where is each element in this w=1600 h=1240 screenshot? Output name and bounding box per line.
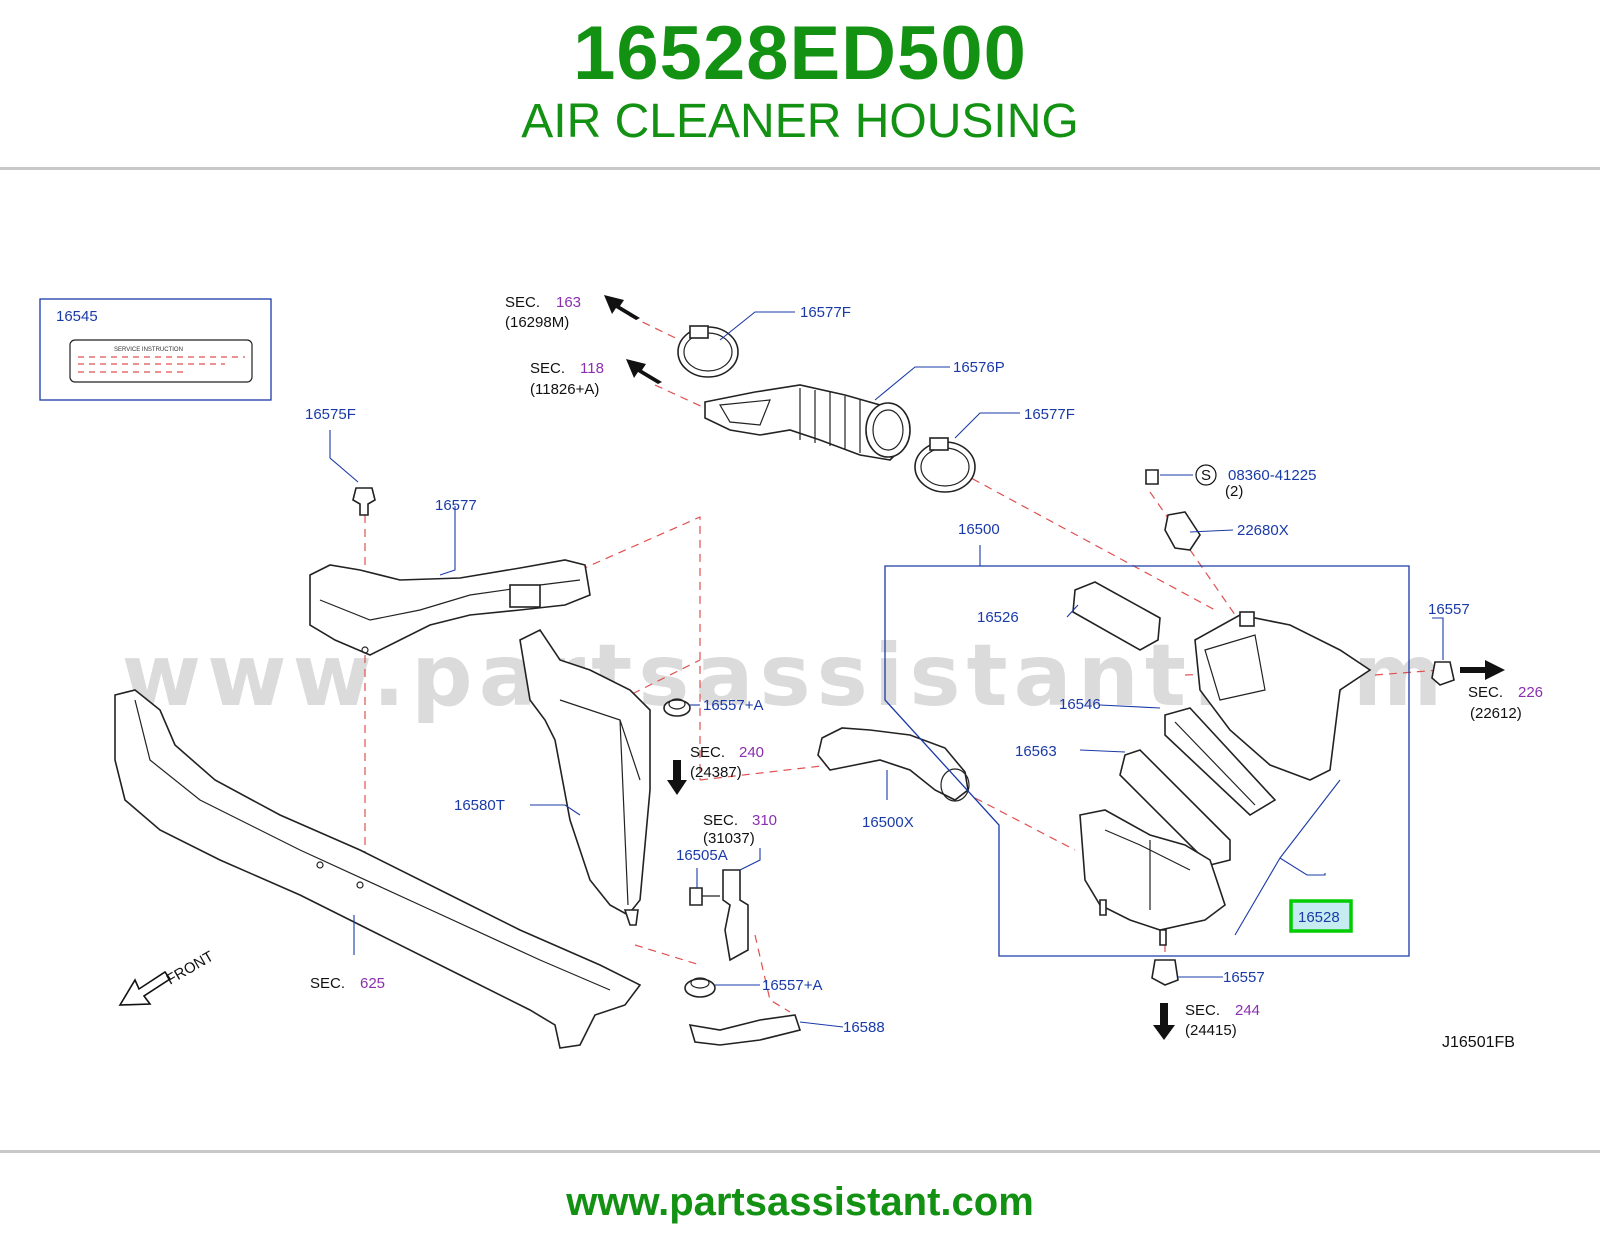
filter-assembly-outline (884, 545, 1410, 957)
part-label-16500X[interactable]: 16500X (862, 814, 914, 831)
direction-arrows (604, 295, 1505, 1040)
leader-lines (329, 311, 1444, 1028)
part-label-16575F[interactable]: 16575F (305, 406, 356, 423)
svg-text:(31037): (31037) (703, 830, 755, 847)
header-divider (0, 167, 1600, 170)
section-ref-226[interactable]: SEC. 226 (22612) (1468, 684, 1543, 722)
s-mark-icon (1195, 464, 1217, 486)
part-label-16577F-upper[interactable]: 16577F (800, 304, 851, 321)
part-label-16528[interactable]: 16528 (1298, 909, 1340, 926)
bracket[interactable] (689, 869, 749, 962)
grommet-bottom[interactable] (1151, 959, 1179, 986)
s-mark-label: S (1201, 467, 1211, 484)
svg-text:SEC.: SEC. (690, 744, 725, 761)
grommet-upper[interactable] (663, 698, 691, 717)
svg-text:SEC.: SEC. (310, 975, 345, 992)
part-label-16500[interactable]: 16500 (958, 521, 1000, 538)
part-label-16505A[interactable]: 16505A (676, 847, 728, 864)
air-duct[interactable] (704, 384, 911, 461)
svg-text:(16298M): (16298M) (505, 314, 569, 331)
section-ref-163[interactable]: SEC. 163 (16298M) (505, 294, 581, 331)
part-label-22680X[interactable]: 22680X (1237, 522, 1289, 539)
svg-text:(11826+A): (11826+A) (530, 381, 599, 398)
section-ref-118[interactable]: SEC. 118 (11826+A) (530, 360, 604, 398)
part-label-16576P[interactable]: 16576P (953, 359, 1005, 376)
grommet-right[interactable] (1431, 661, 1455, 686)
part-qty-08360: (2) (1225, 483, 1243, 500)
footer-url[interactable]: www.partsassistant.com (566, 1180, 1034, 1224)
core-support[interactable] (114, 689, 642, 1049)
label-box: 16545 SERVICE INSTRUCTION (39, 298, 272, 401)
filter-element-small[interactable] (1072, 581, 1161, 651)
svg-text:(24387): (24387) (690, 764, 742, 781)
svg-text:244: 244 (1235, 1002, 1260, 1019)
air-cleaner-cover[interactable] (1194, 611, 1372, 781)
mass-airflow-sensor[interactable] (1164, 511, 1201, 551)
part-label-16557-bottom[interactable]: 16557 (1223, 969, 1265, 986)
part-label-16557A-upper[interactable]: 16557+A (703, 697, 763, 714)
clip[interactable] (352, 487, 376, 516)
svg-text:SEC.: SEC. (703, 812, 738, 829)
section-ref-310[interactable]: SEC. 310 (31037) (703, 812, 777, 847)
part-label-16577F-lower[interactable]: 16577F (1024, 406, 1075, 423)
front-label: FRONT (164, 948, 217, 989)
grommet-lower[interactable] (684, 977, 716, 998)
svg-text:(24415): (24415) (1185, 1022, 1237, 1039)
part-label-16545[interactable]: 16545 (56, 308, 98, 325)
filter-frame[interactable] (1119, 749, 1231, 866)
footer-divider (0, 1150, 1600, 1153)
screw[interactable] (1145, 469, 1159, 485)
svg-text:(22612): (22612) (1470, 705, 1522, 722)
hose-clamp-upper[interactable] (677, 325, 739, 378)
svg-text:310: 310 (752, 812, 777, 829)
part-label-16563[interactable]: 16563 (1015, 743, 1057, 760)
highlight-box (1289, 899, 1353, 933)
section-ref-625[interactable]: SEC. 625 (310, 975, 385, 992)
section-ref-244[interactable]: SEC. 244 (24415) (1185, 1002, 1260, 1039)
part-label-16557A-lower[interactable]: 16557+A (762, 977, 822, 994)
part-label-16557-right[interactable]: 16557 (1428, 601, 1470, 618)
part-label-08360-41225[interactable]: 08360-41225 (1228, 467, 1316, 484)
page-header: 16528ED500 AIR CLEANER HOUSING (0, 0, 1600, 168)
svg-text:SEC.: SEC. (1185, 1002, 1220, 1019)
diagram-code: J16501FB (1442, 1034, 1515, 1051)
hose-clamp-lower[interactable] (914, 437, 976, 493)
filter-element[interactable] (1164, 707, 1277, 816)
air-cleaner-housing[interactable] (1079, 809, 1226, 946)
part-label-16546[interactable]: 16546 (1059, 696, 1101, 713)
part-label-16580T[interactable]: 16580T (454, 797, 505, 814)
part-number: 16528ED500 (573, 11, 1027, 96)
page-title: AIR CLEANER HOUSING (521, 95, 1079, 148)
svg-text:SEC.: SEC. (505, 294, 540, 311)
section-ref-240[interactable]: SEC. 240 (24387) (690, 744, 764, 781)
resonator[interactable] (519, 628, 651, 926)
front-arrow-icon (118, 970, 172, 1006)
intake-duct[interactable] (817, 727, 970, 802)
svg-text:625: 625 (360, 975, 385, 992)
air-inlet-duct[interactable] (309, 559, 591, 656)
svg-text:SEC.: SEC. (1468, 684, 1503, 701)
label-card-text: SERVICE INSTRUCTION (114, 347, 183, 353)
part-label-16588[interactable]: 16588 (843, 1019, 885, 1036)
part-label-16526[interactable]: 16526 (977, 609, 1019, 626)
svg-text:SEC.: SEC. (530, 360, 565, 377)
svg-text:163: 163 (556, 294, 581, 311)
mount-bracket[interactable] (688, 1014, 802, 1046)
svg-text:226: 226 (1518, 684, 1543, 701)
svg-text:240: 240 (739, 744, 764, 761)
part-label-16577[interactable]: 16577 (435, 497, 477, 514)
svg-text:118: 118 (580, 360, 604, 377)
